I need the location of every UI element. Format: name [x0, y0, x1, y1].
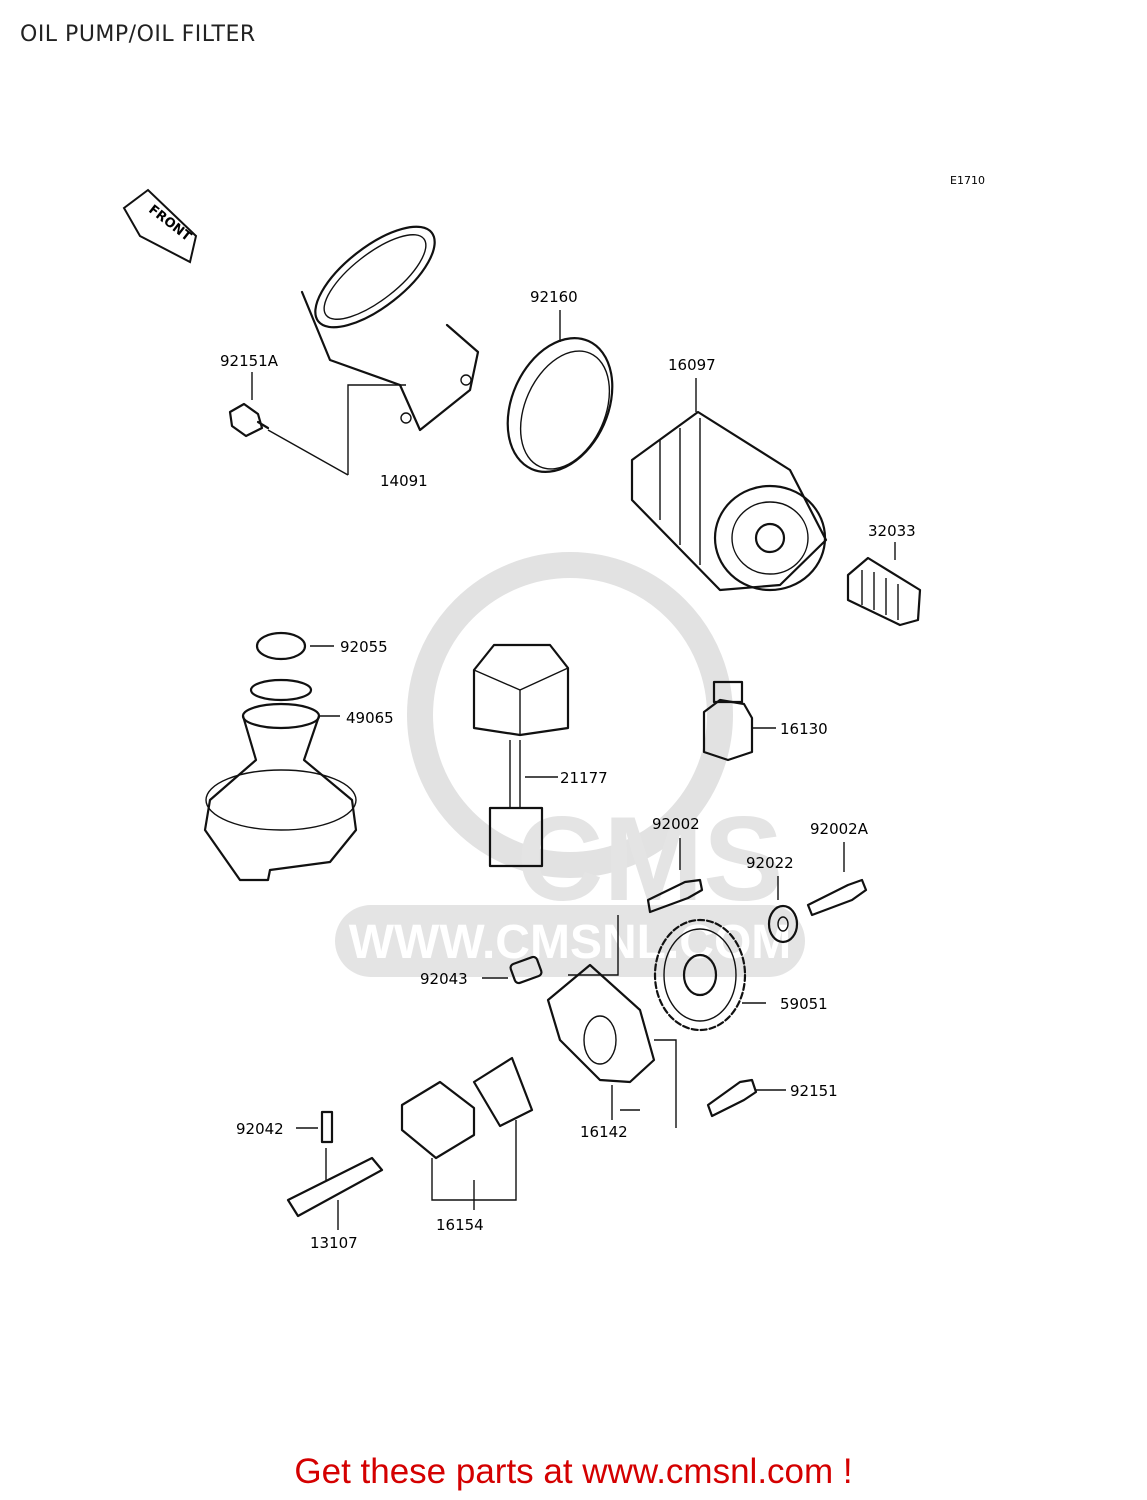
front-arrow-icon: FRONT [122, 188, 198, 264]
part-21177-switch [472, 643, 570, 868]
drawing-code: E1710 [950, 174, 985, 187]
part-59051-gear [653, 918, 766, 1032]
part-labels: 92151A 14091 92160 16097 32033 92055 490… [220, 288, 916, 1252]
label-13107: 13107 [310, 1234, 358, 1252]
part-13107-shaft [286, 1148, 384, 1230]
part-92160-seal-ring [506, 310, 614, 473]
label-92043: 92043 [420, 970, 468, 988]
label-16154: 16154 [436, 1216, 484, 1234]
label-59051: 59051 [780, 995, 828, 1013]
watermark-logo: CMS [517, 792, 784, 926]
label-21177: 21177 [560, 769, 608, 787]
part-92151A-bolt [228, 372, 349, 476]
label-92055: 92055 [340, 638, 388, 656]
label-14091: 14091 [380, 472, 428, 490]
part-49065-housing [203, 678, 358, 882]
part-16130-fitting [702, 680, 776, 762]
part-32033-pipe [846, 542, 922, 627]
part-92055-o-ring [255, 631, 334, 661]
label-92042: 92042 [236, 1120, 284, 1138]
label-16142: 16142 [580, 1123, 628, 1141]
part-92151-bolt [706, 1078, 786, 1118]
label-16097: 16097 [668, 356, 716, 374]
label-92160: 92160 [530, 288, 578, 306]
label-92022: 92022 [746, 854, 794, 872]
part-16097-oil-filter [630, 378, 828, 592]
part-92022-washer [767, 876, 799, 944]
label-16130: 16130 [780, 720, 828, 738]
part-16142-pump-cover [546, 963, 677, 1128]
label-92002A: 92002A [810, 820, 869, 838]
page-title: OIL PUMP/OIL FILTER [20, 22, 256, 47]
part-92043-pin [482, 955, 543, 985]
part-16154-rotor-set [400, 1056, 534, 1210]
part-92042-pin [296, 1110, 334, 1144]
part-92002-bolt [568, 838, 704, 976]
part-92002A-bolt [806, 842, 868, 917]
footer-link[interactable]: Get these parts at www.cmsnl.com ! [294, 1452, 853, 1491]
part-14091-bracket [300, 225, 480, 475]
label-49065: 49065 [346, 709, 394, 727]
front-label: FRONT [145, 202, 193, 244]
label-92002: 92002 [652, 815, 700, 833]
label-92151: 92151 [790, 1082, 838, 1100]
label-32033: 32033 [868, 522, 916, 540]
label-92151A: 92151A [220, 352, 279, 370]
